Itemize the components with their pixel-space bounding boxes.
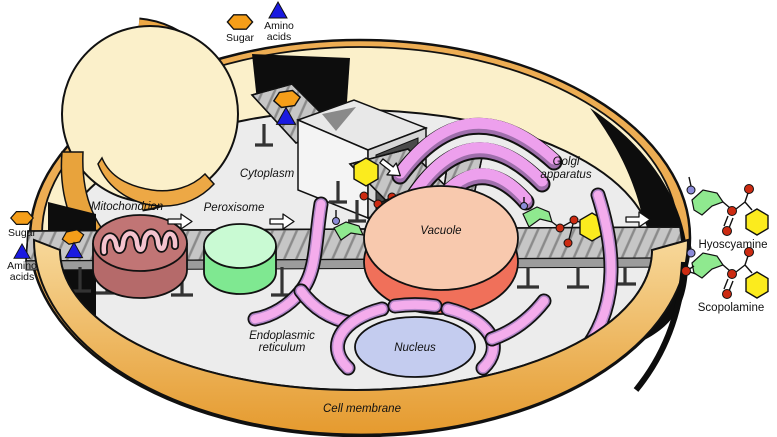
- bond: [688, 176, 692, 187]
- peroxisome-label: Peroxisome: [204, 202, 265, 214]
- vacuole: Vacuole: [363, 185, 519, 315]
- intermediate-molecule: [332, 210, 365, 241]
- benzene-ring-icon: [745, 208, 769, 236]
- green-tropane-icon: [333, 221, 365, 241]
- conveyor-leg: [329, 181, 347, 204]
- oxygen-dot: [722, 289, 732, 299]
- red-dot: [359, 191, 369, 201]
- conveyor-leg: [517, 267, 539, 289]
- nitrogen-dot: [686, 185, 696, 195]
- front-wall: [32, 238, 690, 436]
- machine-triangle-mark: [322, 107, 356, 131]
- er-label-line1: Endoplasmic: [249, 330, 315, 342]
- er-label-line2: reticulum: [259, 342, 306, 354]
- green-tropane-ring: [691, 189, 724, 216]
- oxygen-dot: [722, 226, 732, 236]
- vacuole-label: Vacuole: [420, 225, 461, 237]
- benzene-ring-icon: [745, 271, 769, 299]
- right-belt-molecules: [520, 197, 605, 248]
- cell-membrane-label: Cell membrane: [323, 403, 401, 415]
- amino-acids-label-line2: acids: [267, 31, 292, 43]
- peroxisome: Peroxisome: [203, 202, 277, 295]
- peroxisome-top: [203, 223, 277, 269]
- vacuole-top: [363, 185, 519, 291]
- bond: [688, 239, 692, 250]
- golgi-apparatus: [391, 117, 563, 223]
- red-dot: [563, 238, 573, 248]
- scopolamine-label: Scopolamine: [698, 302, 764, 314]
- sugar-icon: [226, 14, 254, 30]
- golgi-label-line1: Golgi: [553, 156, 580, 168]
- entry-conveyor: [251, 83, 337, 147]
- oxygen-dot: [681, 266, 691, 276]
- front-wall-shadow-stripe: [633, 261, 687, 392]
- nucleus: Nucleus: [330, 293, 552, 378]
- conveyor-leg: [348, 200, 366, 223]
- oxygen-dot: [744, 247, 754, 257]
- bonds: [722, 255, 753, 292]
- nucleus-body: [354, 316, 476, 378]
- amino-acids-label-line2: acids: [10, 271, 35, 283]
- nitrogen-dot: [686, 248, 696, 258]
- red-dot: [569, 215, 579, 225]
- cytoplasm-label: Cytoplasm: [240, 168, 295, 180]
- sugar-label: Sugar: [226, 32, 255, 44]
- oxygen-dot: [727, 206, 737, 216]
- legend-top: Sugar Amino acids: [226, 1, 294, 44]
- nucleus-label: Nucleus: [394, 342, 436, 354]
- membrane-curl: [60, 17, 239, 272]
- oxygen-dot: [727, 269, 737, 279]
- hyoscyamine-label: Hyoscyamine: [698, 239, 767, 251]
- bonds: [722, 192, 753, 229]
- scopolamine-structure: Scopolamine: [681, 239, 769, 314]
- curl-face: [61, 25, 239, 203]
- amino-acids-label-line1: Amino: [7, 260, 37, 272]
- mitochondrion-label: Mitochondrion: [91, 201, 163, 213]
- legend-left: Sugar Amino acids: [7, 211, 37, 283]
- amino-acids-label-line1: Amino: [264, 20, 294, 32]
- mitochondrion: Mitochondrion: [91, 201, 188, 299]
- sugar-label: Sugar: [8, 227, 37, 239]
- red-dot: [555, 223, 565, 233]
- golgi-label-line2: apparatus: [540, 169, 591, 181]
- yellow-metabolite-icon: [353, 157, 379, 187]
- sugar-icon: [10, 211, 34, 225]
- conveyor-leg: [255, 124, 273, 147]
- membrane-front-band: Cell membrane: [32, 238, 690, 436]
- er-right-tube: [580, 187, 619, 354]
- nitrogen-dot: [520, 202, 528, 210]
- nitrogen-dot: [332, 217, 340, 225]
- cristae: [101, 230, 178, 255]
- oxygen-dot: [744, 184, 754, 194]
- conveyor-leg: [567, 267, 589, 289]
- curl-hook: [97, 156, 216, 207]
